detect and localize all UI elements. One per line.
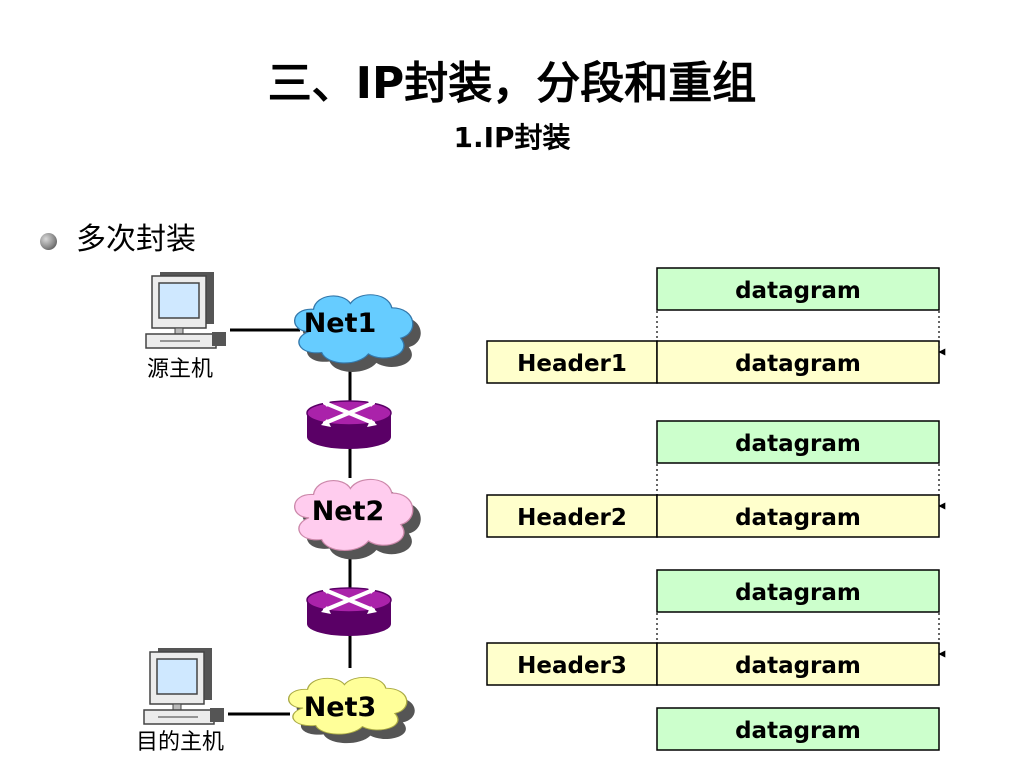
source-host-label: 源主机 <box>147 357 213 382</box>
svg-text:datagram: datagram <box>735 580 861 606</box>
encapsulation-arrows <box>656 613 946 658</box>
slide-subtitle: 1.IP封装 <box>453 121 571 154</box>
datagram-box: datagram <box>656 569 940 613</box>
header3-label: Header3 <box>517 653 627 679</box>
net2-label: Net2 <box>312 496 385 527</box>
frame-row: Header2 datagram <box>486 494 940 538</box>
header2-label: Header2 <box>517 505 627 531</box>
destination-host: 目的主机 <box>136 647 225 755</box>
svg-text:datagram: datagram <box>735 653 861 679</box>
topology-links <box>228 328 352 716</box>
datagram-box: datagram <box>656 420 940 464</box>
svg-text:datagram: datagram <box>735 505 861 531</box>
header-box <box>486 340 658 384</box>
svg-text:datagram: datagram <box>735 278 861 304</box>
net2-cloud: Net2 <box>293 478 421 560</box>
svg-text:datagram: datagram <box>735 718 861 744</box>
payload-box <box>656 494 940 538</box>
payload-box <box>656 340 940 384</box>
net1-cloud: Net1 <box>293 294 421 372</box>
payload-box <box>656 642 940 686</box>
router-icon <box>305 584 393 638</box>
frame-row: Header1 datagram <box>486 340 940 384</box>
datagram-box: datagram <box>656 707 940 751</box>
net3-label: Net3 <box>304 692 377 723</box>
frame-row: Header3 datagram <box>486 642 940 686</box>
net1-label: Net1 <box>304 308 377 339</box>
datagram-box: datagram <box>656 267 940 311</box>
header-box <box>486 642 658 686</box>
router-icon <box>305 397 393 451</box>
source-host: 源主机 <box>145 271 227 382</box>
bullet-dot-icon <box>40 233 57 250</box>
encapsulation-arrows <box>656 311 946 356</box>
computer-icon <box>143 647 225 725</box>
computer-icon <box>145 271 227 349</box>
svg-text:datagram: datagram <box>735 431 861 457</box>
svg-text:datagram: datagram <box>735 351 861 377</box>
header1-label: Header1 <box>517 351 627 377</box>
net3-cloud: Net3 <box>287 676 415 744</box>
bullet-text: 多次封装 <box>76 222 196 257</box>
destination-host-label: 目的主机 <box>136 730 224 755</box>
slide-title: 三、IP封装，分段和重组 <box>267 58 757 109</box>
encapsulation-stack: datagram Header1 datagram datagram Heade… <box>486 267 946 751</box>
